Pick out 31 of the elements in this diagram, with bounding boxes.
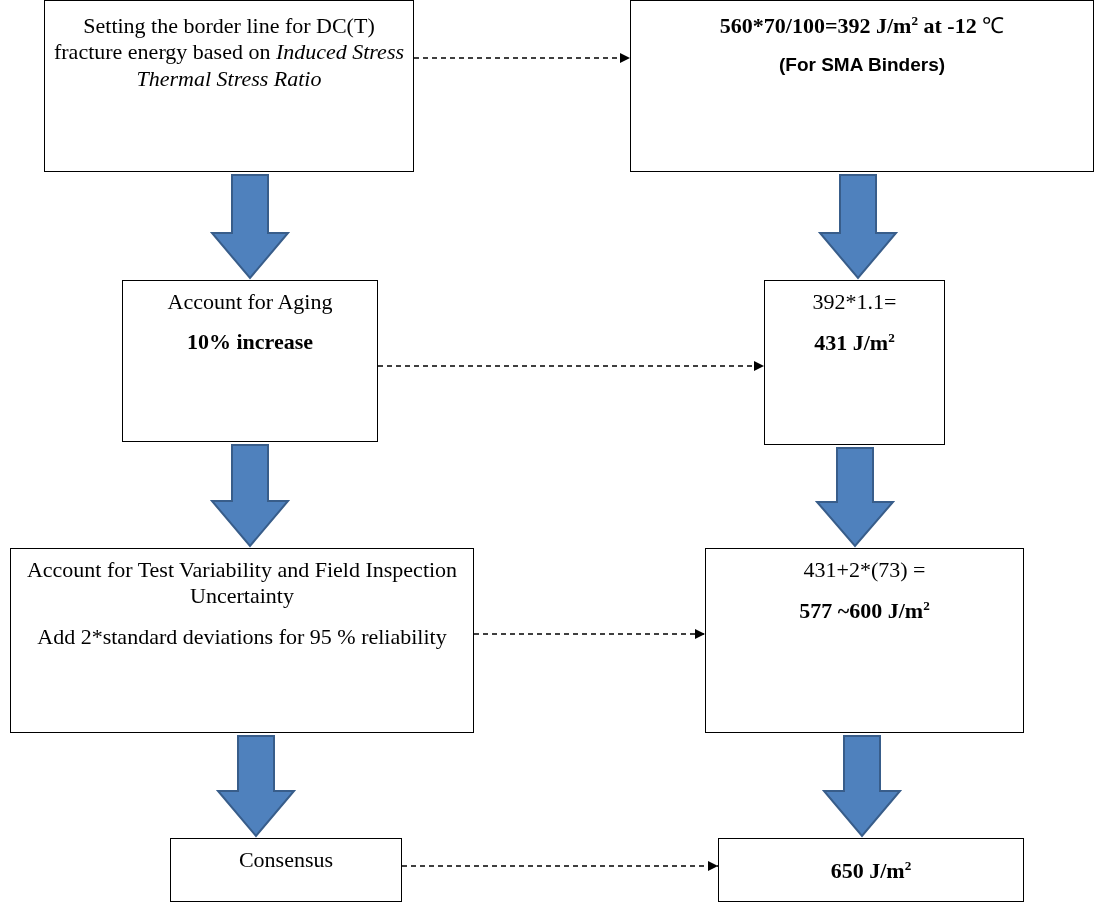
block-arrow — [817, 174, 899, 280]
box-text: 392*1.1= — [812, 289, 897, 316]
process-box — [764, 280, 945, 445]
box-text: 431+2*(73) = — [803, 557, 926, 584]
box-text: 560*70/100=392 J/m$^{2}$ at -12 ℃ — [719, 13, 1005, 40]
block-arrow — [215, 735, 297, 838]
arrow — [401, 860, 719, 872]
block-arrow — [209, 444, 291, 548]
process-box — [630, 0, 1094, 172]
block-arrow — [821, 735, 903, 838]
block-arrow — [814, 447, 896, 548]
arrow — [473, 628, 706, 640]
box-text: Account for Test Variability and Field Inspection Uncertainty — [25, 557, 459, 610]
process-box — [705, 548, 1024, 733]
box-text: Consensus — [238, 847, 334, 874]
process-box — [44, 0, 414, 172]
process-box — [122, 280, 378, 442]
process-box — [718, 838, 1024, 902]
box-text: Add 2*standard deviations for 95 % reliability — [37, 623, 447, 651]
box-text: 650 J/m$^{2}$ — [830, 857, 912, 885]
box-text: 431 J/m$^{2}$ — [814, 329, 895, 357]
box-text: (For SMA Binders) — [778, 53, 946, 77]
box-text: Account for Aging — [167, 289, 333, 316]
arrow — [377, 360, 765, 372]
arrow — [413, 52, 631, 64]
box-text: 577 ~600 J/m$^{2}$ — [799, 597, 930, 625]
box-text: Setting the border line for DC(T) fracture energy based on Induced Stress Thermal Stress Ratio — [53, 13, 405, 93]
process-box — [170, 838, 402, 902]
block-arrow — [209, 174, 291, 280]
box-text: 10% increase — [186, 329, 314, 356]
process-box — [10, 548, 474, 733]
